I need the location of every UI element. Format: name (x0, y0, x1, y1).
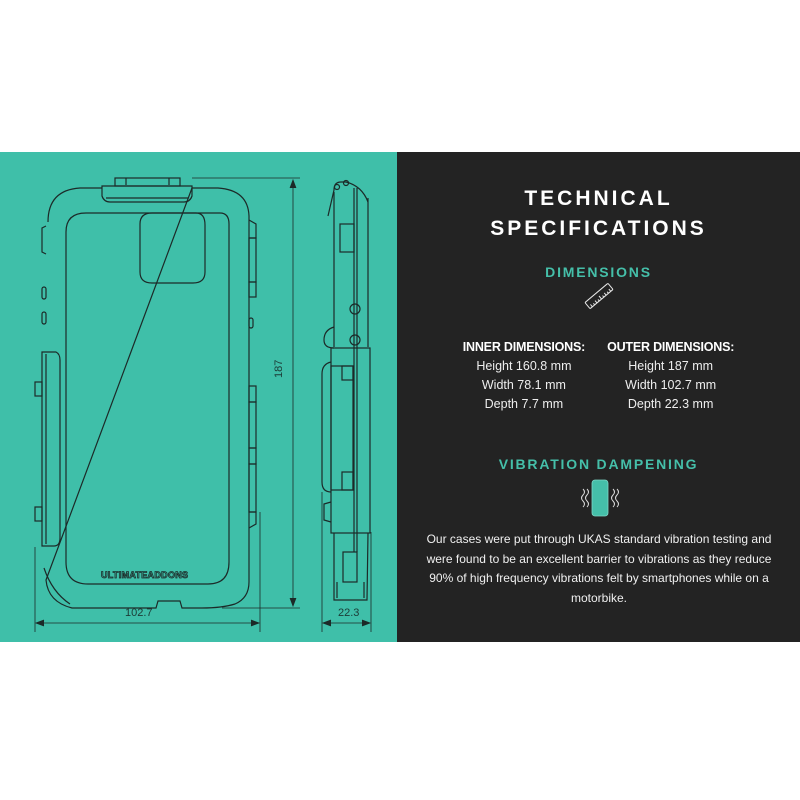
outer-height: Height 187 mm (628, 359, 714, 373)
outer-dimensions-heading: OUTER DIMENSIONS: (607, 340, 735, 354)
height-dimension (192, 177, 300, 609)
vibration-description: Our cases were put through UKAS standard… (426, 532, 772, 605)
spec-banner: ULTIMATEADDONS 102.7 22.3 187 TECHNICAL … (0, 152, 800, 642)
vibration-heading: VIBRATION DAMPENING (498, 456, 699, 472)
height-dimension-label: 187 (273, 359, 285, 378)
phone-case-drawing-icon (34, 177, 372, 632)
inner-height: Height 160.8 mm (476, 359, 572, 373)
inner-dimensions-heading: INNER DIMENSIONS: (462, 340, 586, 354)
title-line-1: TECHNICAL (524, 187, 673, 210)
depth-dimension (321, 492, 372, 632)
inner-depth: Depth 7.7 mm (484, 397, 564, 411)
width-dimension (34, 512, 261, 632)
title-line-2: SPECIFICATIONS (490, 217, 707, 240)
front-view (34, 177, 257, 609)
dimensions-table: INNER DIMENSIONS: Height 160.8 mm Width … (397, 338, 800, 414)
specifications-panel: TECHNICAL SPECIFICATIONS DIMENSIONS INNE… (397, 152, 800, 642)
outer-dimensions: OUTER DIMENSIONS: Height 187 mm Width 10… (607, 338, 734, 414)
technical-drawing-panel: ULTIMATEADDONS 102.7 22.3 187 (0, 152, 397, 642)
outer-width: Width 102.7 mm (625, 378, 717, 392)
page-title: TECHNICAL SPECIFICATIONS (397, 184, 800, 244)
inner-dimensions: INNER DIMENSIONS: Height 160.8 mm Width … (462, 338, 586, 414)
width-dimension-label: 102.7 (125, 607, 153, 619)
dimensions-heading: DIMENSIONS (545, 264, 652, 280)
ruler-icon (584, 283, 614, 309)
inner-width: Width 78.1 mm (481, 378, 566, 392)
brand-logo: ULTIMATEADDONS (101, 570, 189, 581)
vibrating-phone-icon (581, 479, 619, 517)
depth-dimension-label: 22.3 (338, 607, 360, 619)
side-view (321, 179, 371, 601)
outer-depth: Depth 22.3 mm (627, 397, 714, 411)
